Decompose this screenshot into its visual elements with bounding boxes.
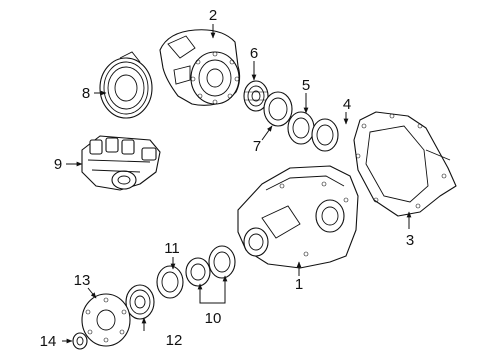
leader-7 [261,125,273,141]
seal-part-4 [311,118,339,152]
callout-11: 11 [164,240,180,257]
callout-8: 8 [82,85,90,102]
callout-14: 14 [40,333,57,350]
callout-1: 1 [295,276,303,293]
flange-part-13 [81,293,131,347]
bearing-part-12 [125,284,155,320]
callout-4: 4 [343,96,351,113]
rings-part-10 [185,245,236,287]
differential-case [159,29,241,106]
callout-2: 2 [209,7,217,24]
callout-9: 9 [54,156,62,173]
leader-10b [212,275,228,304]
callout-3: 3 [406,232,414,249]
axle-housing-part-1 [237,165,359,269]
bearing-part-6 [243,80,269,112]
ring-gear-part-8 [99,51,153,119]
callout-12: 12 [166,332,183,349]
leader-13 [87,287,97,299]
callout-13: 13 [74,272,91,289]
leader-10a [197,283,212,304]
nut-part-14 [72,332,88,350]
callout-6: 6 [250,45,258,62]
seal-part-5 [287,111,315,145]
callout-7: 7 [253,138,261,155]
callout-10: 10 [205,310,222,327]
ring-part-7 [263,91,293,127]
callout-5: 5 [302,77,310,94]
cover-plate-part-3 [353,111,457,217]
actuator-part-9 [81,135,161,191]
seal-part-11 [156,265,184,299]
